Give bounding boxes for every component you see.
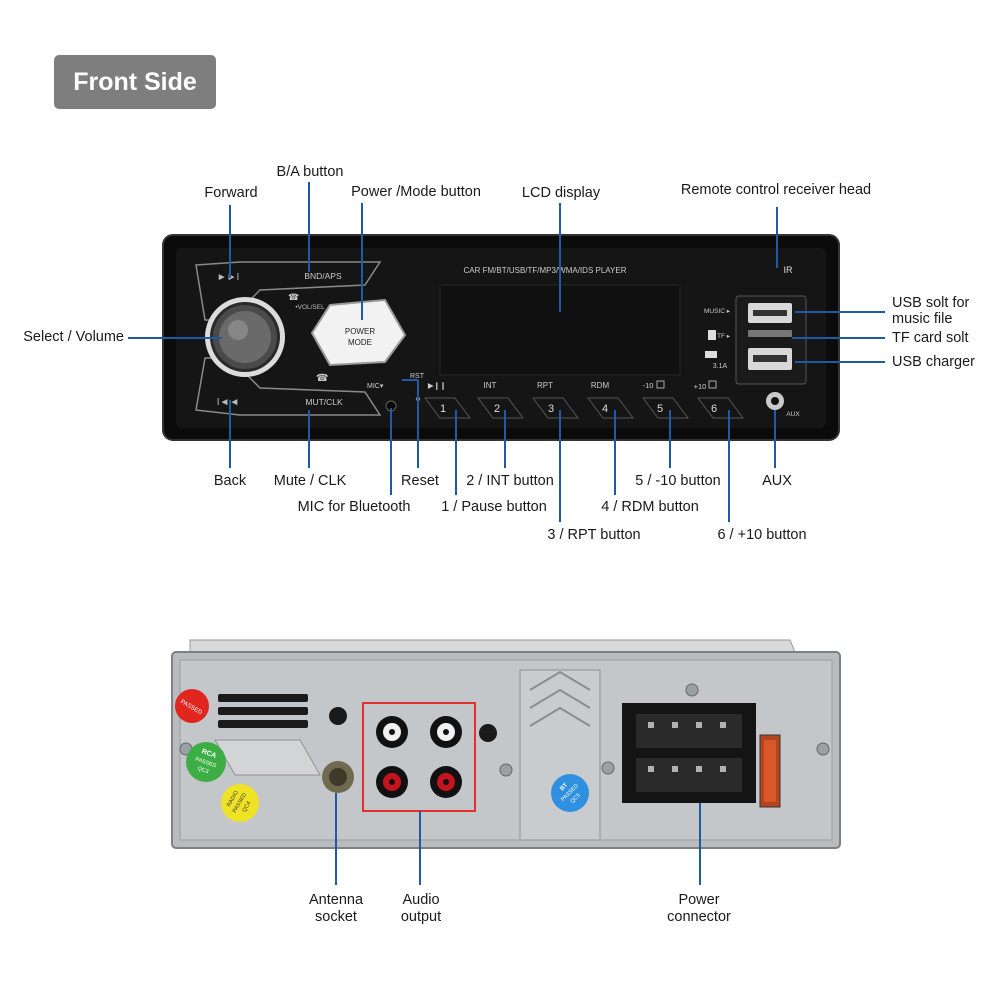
back-icon: I◄◄ [217, 397, 240, 408]
front-callout-lines [128, 182, 885, 522]
minus10-text: -10 [643, 381, 654, 390]
label-audio-2: output [400, 909, 442, 925]
label-button-6: 6 / +10 button [717, 527, 807, 543]
sticker-green-text-1: RCA [201, 748, 218, 760]
label-select-volume: Select / Volume [23, 329, 124, 345]
music-text: MUSIC ▸ [704, 308, 731, 315]
button-3[interactable] [532, 397, 579, 419]
sticker-yellow [221, 784, 259, 822]
button-6[interactable] [697, 397, 744, 419]
label-audio-1: Audio [402, 892, 440, 908]
label-lcd: LCD display [521, 185, 601, 201]
number-2: 2 [494, 403, 500, 415]
button-1[interactable] [424, 397, 471, 419]
plus10-text: +10 [694, 382, 707, 391]
rdm-text: RDM [591, 381, 610, 390]
number-6: 6 [711, 403, 717, 415]
label-mic-bluetooth: MIC for Bluetooth [297, 499, 411, 515]
vol-sel-text: •VOL/SEL [295, 304, 325, 311]
label-power-mode: Power /Mode button [351, 184, 481, 200]
int-text: INT [484, 381, 497, 390]
button-2[interactable] [477, 397, 524, 419]
sticker-blue-text-1: BT [559, 782, 569, 792]
label-tf-card: TF card solt [892, 330, 969, 346]
label-power-1: Power [678, 892, 720, 908]
section-title-badge: Front Side [54, 55, 216, 109]
label-button-3: 3 / RPT button [547, 527, 641, 543]
phone-hangup-icon: ☎ [316, 373, 328, 384]
mount-hole [329, 707, 347, 725]
sticker-yellow-text-3: QC4 [242, 801, 253, 814]
label-usb-charger: USB charger [892, 354, 976, 370]
tf-card-slot[interactable] [748, 330, 792, 337]
rca-jacks [376, 716, 462, 798]
rear-panel [171, 639, 841, 849]
number-4: 4 [602, 403, 608, 415]
bnd-aps-text: BND/APS [304, 271, 342, 281]
mut-clk-text: MUT/CLK [305, 397, 343, 407]
sticker-blue [551, 774, 589, 812]
phone-answer-icon: ☎ [288, 292, 299, 302]
number-3: 3 [548, 403, 554, 415]
mount-hole-2 [479, 724, 497, 742]
mic-text: MIC▾ [367, 383, 384, 390]
label-back: Back [213, 473, 247, 489]
aux-text: AUX [786, 411, 800, 418]
label-aux: AUX [762, 473, 792, 489]
label-usb-music-1: USB solt for [892, 295, 970, 311]
front-panel: ►►I I◄◄ BND/APS MUT/CLK •VOL/SEL ☎ ☎ POW… [162, 234, 840, 441]
rpt-text: RPT [537, 381, 553, 390]
number-1: 1 [440, 403, 446, 415]
tf-text: TF ▸ [717, 333, 731, 340]
model-text: CAR FM/BT/USB/TF/MP3/WMA/IDS PLAYER [464, 266, 627, 275]
button-5[interactable] [642, 397, 689, 419]
label-button-4: 4 / RDM button [601, 499, 699, 515]
battery-icon [705, 351, 717, 358]
label-reset: Reset [401, 473, 439, 489]
label-antenna-1: Antenna [308, 892, 364, 908]
sticker-green [186, 742, 226, 782]
sticker-red [175, 689, 209, 723]
label-ba-button: B/A button [276, 164, 344, 180]
ir-text: IR [784, 265, 794, 275]
power-text: POWER [345, 327, 375, 336]
mode-text: MODE [348, 338, 372, 347]
lower-frame [195, 357, 382, 416]
folder-down-icon [656, 380, 665, 389]
amp-text: 3.1A [713, 363, 728, 370]
label-antenna-2: socket [315, 909, 357, 925]
label-usb-music-2: music file [892, 311, 953, 327]
rear-callout-lines [335, 793, 701, 885]
button-4[interactable] [587, 397, 634, 419]
label-mute-clk: Mute / CLK [273, 473, 347, 489]
folder-up-icon [708, 380, 717, 389]
stickers: PASSED RCA PASSED QC3 RADIO PASSED QC4 B… [175, 689, 589, 822]
sticker-green-text-3: QC3 [197, 766, 210, 776]
rst-text: RST [410, 373, 425, 380]
label-button-1: 1 / Pause button [441, 499, 547, 515]
number-buttons: 1 2 3 4 5 6 [424, 397, 744, 419]
label-remote: Remote control receiver head [680, 182, 872, 198]
pause-icon: ▶❙❙ [428, 381, 446, 390]
power-mode-button[interactable] [310, 298, 407, 367]
label-button-2: 2 / INT button [466, 473, 554, 489]
forward-icon: ►►I [217, 272, 240, 283]
number-5: 5 [657, 403, 663, 415]
label-forward: Forward [204, 185, 258, 201]
label-power-2: connector [667, 909, 731, 925]
tf-icon [708, 330, 716, 340]
label-button-5: 5 / -10 button [635, 473, 721, 489]
